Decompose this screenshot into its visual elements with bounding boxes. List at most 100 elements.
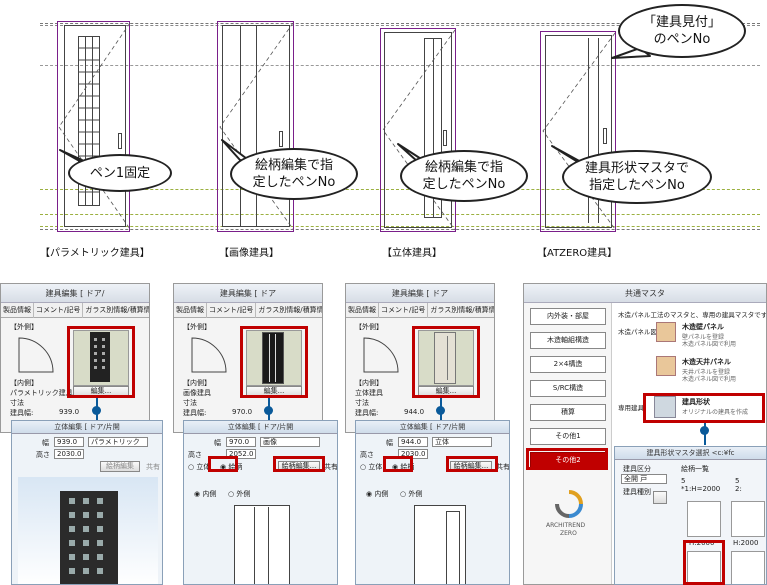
door-preview-line bbox=[254, 507, 255, 584]
tab-product[interactable]: 製品情報 bbox=[174, 303, 207, 318]
highlight-frame bbox=[273, 456, 325, 472]
highlight-frame bbox=[412, 326, 480, 398]
thumbnail-door[interactable] bbox=[731, 551, 765, 584]
nav-wood-frame[interactable]: 木造軸組構造 bbox=[530, 332, 606, 349]
door-thumbnail-line bbox=[275, 334, 276, 382]
tab-glass[interactable]: ガラス別情報/積算情 bbox=[256, 303, 322, 318]
tab-comment[interactable]: コメント/記号 bbox=[379, 303, 429, 318]
door-preview-panel bbox=[446, 511, 460, 584]
height-label: 高さ bbox=[188, 451, 202, 459]
tab-product[interactable]: 製品情報 bbox=[346, 303, 379, 318]
column-value: 5 bbox=[735, 477, 740, 485]
drawing-area: ペン1固定 絵柄編集で指定したペンNo 絵柄編集で指定したペンNo 建具形状マス… bbox=[0, 0, 767, 262]
logo-text: ZERO bbox=[560, 530, 577, 537]
guide-line bbox=[40, 25, 760, 26]
nav-src[interactable]: S/RC構造 bbox=[530, 380, 606, 397]
width-field[interactable]: 970.0 bbox=[226, 437, 256, 447]
bubble-line: のペンNo bbox=[653, 32, 711, 47]
tab-glass[interactable]: ガラス別情報/積算情 bbox=[428, 303, 494, 318]
width-value: 970.0 bbox=[232, 408, 253, 416]
radio-inner[interactable]: ◉ 内側 bbox=[194, 490, 217, 498]
width-label: 幅 bbox=[42, 439, 49, 447]
atzero-door-line bbox=[588, 38, 589, 223]
item2-title[interactable]: 木造天井パネル bbox=[682, 358, 731, 366]
tab-comment[interactable]: コメント/記号 bbox=[34, 303, 84, 318]
thumbnail-height: H:2000 bbox=[733, 539, 759, 547]
radio-solid[interactable]: ○ 立体 bbox=[360, 463, 383, 471]
architrend-logo-icon bbox=[555, 490, 583, 518]
tab-comment[interactable]: コメント/記号 bbox=[207, 303, 257, 318]
width-field[interactable]: 944.0 bbox=[398, 437, 428, 447]
window-title: 立体編集 [ ドア/片開 bbox=[12, 421, 162, 434]
height-field[interactable]: 2052.0 bbox=[226, 449, 256, 459]
bubble-text: 建具形状マスタで指定したペンNo bbox=[585, 160, 689, 194]
class-select[interactable]: 全開 戸 bbox=[621, 474, 667, 484]
radio-outer[interactable]: ○ 外側 bbox=[228, 490, 251, 498]
wall-panel-icon bbox=[656, 322, 676, 342]
caption-solid: 【立体建具】 bbox=[382, 248, 442, 259]
item3-title[interactable]: 建具形状 bbox=[682, 398, 710, 406]
door-preview-line bbox=[268, 507, 269, 584]
solid-edit-window-parametric: 立体編集 [ ドア/片開 幅 939.0 パラメトリック 高さ 2030.0 絵… bbox=[11, 420, 163, 585]
thumbnail-door[interactable] bbox=[731, 501, 765, 537]
radio-solid[interactable]: ○ 立体 bbox=[188, 463, 211, 471]
dialog-title: 建具編集 [ ドア bbox=[174, 284, 322, 303]
item1-title[interactable]: 木造壁パネル bbox=[682, 323, 724, 331]
dialog-tabs: 製品情報コメント/記号ガラス別情報/積算情 bbox=[174, 303, 322, 318]
kind-button[interactable] bbox=[653, 491, 667, 504]
height-value: *1:H=2000 bbox=[681, 485, 721, 493]
inner-label: 【内側】 bbox=[10, 379, 38, 387]
radio-pattern[interactable]: ◉ 絵柄 bbox=[392, 463, 415, 471]
tab-product[interactable]: 製品情報 bbox=[1, 303, 34, 318]
width-value: 944.0 bbox=[404, 408, 425, 416]
door-plan-icon bbox=[363, 337, 399, 373]
radio-outer[interactable]: ○ 外側 bbox=[400, 490, 423, 498]
type-select[interactable]: 立体 bbox=[432, 437, 492, 447]
width-field[interactable]: 939.0 bbox=[54, 437, 84, 447]
door-thumbnail-line bbox=[447, 336, 448, 380]
pattern-edit-button[interactable]: 絵柄編集 bbox=[100, 461, 140, 472]
nav-interior[interactable]: 内外装・部屋 bbox=[530, 308, 606, 325]
group-label: 木造パネル図 bbox=[618, 328, 657, 336]
nav-estimate[interactable]: 積算 bbox=[530, 404, 606, 421]
thumbnail-door[interactable] bbox=[687, 501, 721, 537]
highlight-frame bbox=[208, 456, 238, 472]
width-value: 939.0 bbox=[59, 408, 80, 416]
width-label: 幅 bbox=[214, 439, 221, 447]
nav-2x4[interactable]: 2×4構造 bbox=[530, 356, 606, 373]
tab-glass[interactable]: ガラス別情報/積算情報 bbox=[83, 303, 149, 318]
inner-label: 【内側】 bbox=[355, 379, 383, 387]
type-select[interactable]: 画像 bbox=[260, 437, 320, 447]
radio-inner[interactable]: ◉ 内側 bbox=[366, 490, 389, 498]
radio-label: 外側 bbox=[236, 490, 251, 498]
radio-label: 立体 bbox=[368, 463, 383, 471]
image-door-leaf bbox=[222, 25, 290, 227]
door-handle bbox=[603, 128, 607, 144]
bubble-line: 絵柄編集で指 bbox=[254, 158, 333, 173]
bubble-text: ペン1固定 bbox=[89, 165, 151, 181]
dim-label: 寸法 bbox=[355, 399, 369, 407]
bubble-line: 絵柄編集で指 bbox=[424, 160, 503, 175]
guide-line bbox=[40, 189, 760, 190]
bubble-line: 定したペンNo bbox=[422, 177, 506, 192]
nav-other1[interactable]: その他1 bbox=[530, 428, 606, 445]
height-field[interactable]: 2030.0 bbox=[54, 449, 84, 459]
door-shape-icon bbox=[654, 396, 676, 418]
thumbnail-door[interactable] bbox=[687, 551, 721, 584]
bubble-text: 絵柄編集で指定したペンNo bbox=[253, 157, 336, 191]
highlight-frame bbox=[240, 326, 308, 398]
door-type: パラメトリック建具 bbox=[10, 389, 73, 397]
image-door-line bbox=[240, 26, 241, 226]
mitsuke-pen-bubble: 「建具見付」のペンNo bbox=[618, 4, 746, 58]
type-select[interactable]: パラメトリック bbox=[88, 437, 148, 447]
radio-label: 立体 bbox=[196, 463, 211, 471]
height-field[interactable]: 2030.0 bbox=[398, 449, 428, 459]
width-label: 建具幅: bbox=[183, 409, 207, 417]
caption-atzero: 【ATZERO建具】 bbox=[537, 248, 618, 259]
bubble-text: 「建具見付」のペンNo bbox=[643, 14, 721, 48]
door-preview bbox=[234, 505, 290, 584]
parametric-door-leaf bbox=[64, 25, 126, 227]
radio-label: 内側 bbox=[374, 490, 389, 498]
highlight-frame bbox=[383, 456, 413, 472]
